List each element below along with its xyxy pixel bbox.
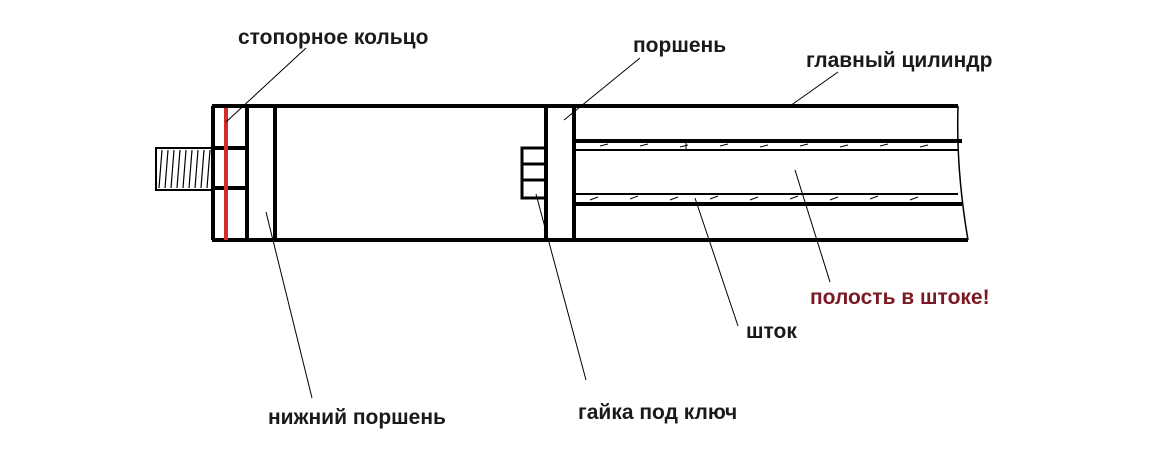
label-main-cylinder: главный цилиндр [806, 49, 992, 72]
leader-main-cylinder [789, 71, 839, 107]
hollow-rod [574, 139, 962, 206]
label-rod: шток [746, 320, 797, 343]
label-lower-piston: нижний поршень [268, 406, 446, 429]
wrench-nut [520, 146, 548, 200]
leader-piston [563, 57, 641, 121]
label-retaining-ring: стопорное кольцо [238, 26, 428, 49]
leader-rod [694, 197, 739, 327]
leader-lines [225, 47, 839, 399]
label-wrench-nut: гайка под ключ [578, 401, 737, 424]
lower-piston-block [213, 106, 277, 240]
threaded-stud [155, 147, 215, 191]
label-piston: поршень [633, 34, 726, 57]
leader-rod-cavity [794, 169, 831, 283]
label-rod-cavity: полость в штоке! [810, 286, 990, 309]
leader-lower-piston [265, 211, 313, 399]
main-cylinder-body [211, 104, 969, 242]
piston [544, 106, 576, 240]
leader-retaining-ring [225, 47, 307, 123]
leader-wrench-nut [535, 193, 587, 381]
